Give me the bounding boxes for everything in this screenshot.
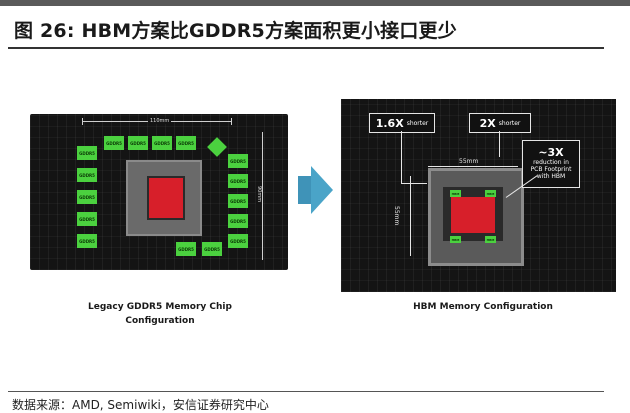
gpu-die (147, 176, 185, 220)
callout-1-6x-text: shorter (406, 119, 429, 127)
hbm-width-line (428, 166, 518, 167)
dimension-tick (231, 118, 232, 125)
callout-3x-line3: with HBM (536, 172, 566, 180)
dimension-tick (82, 118, 83, 125)
hbm-stack: HBM (450, 190, 461, 197)
title-rule (8, 47, 604, 49)
callout-2x: 2X shorter (469, 113, 531, 133)
hbm-height-line (410, 176, 411, 256)
right-caption: HBM Memory Configuration (413, 302, 553, 312)
gddr5-chip: GDDR5 (77, 190, 97, 204)
callout-2x-value: 2X (479, 116, 496, 130)
figure-title: 图 26: HBM方案比GDDR5方案面积更小接口更少 (14, 20, 457, 42)
gpu-die-hbm (451, 197, 495, 233)
hbm-stack: HBM (485, 190, 496, 197)
gddr5-chip: GDDR5 (77, 168, 97, 182)
gddr5-chip: GDDR5 (228, 214, 248, 228)
callout-3x-line2: PCB Footprint (530, 165, 572, 173)
top-bar (0, 0, 630, 6)
callout-3x-value: ~3X (538, 146, 564, 160)
gddr5-chip: GDDR5 (77, 146, 97, 160)
gddr5-chip: GDDR5 (104, 136, 124, 150)
gddr5-chip: GDDR5 (128, 136, 148, 150)
left-caption-line2: Configuration (125, 316, 195, 326)
width-dimension-label: 110mm (148, 118, 172, 124)
hbm-height-dimension: 55mm (393, 206, 400, 226)
callout-1-6x-value: 1.6X (375, 116, 404, 130)
height-dimension-line (262, 132, 263, 260)
transition-arrow-icon (311, 166, 333, 214)
gddr5-board-image: 110mm 90mm GDDR5 GDDR5 GDDR5 GDDR5 GDDR5… (30, 114, 288, 270)
callout-1-6x: 1.6X shorter (369, 113, 435, 133)
gddr5-chip: GDDR5 (202, 242, 222, 256)
hbm-width-dimension: 55mm (459, 158, 479, 165)
gddr5-chip: GDDR5 (176, 136, 196, 150)
gddr5-chip: GDDR5 (152, 136, 172, 150)
gddr5-chip: GDDR5 (77, 234, 97, 248)
gddr5-chip: GDDR5 (77, 212, 97, 226)
transition-arrow-body (298, 176, 312, 204)
gddr5-chip: GDDR5 (176, 242, 196, 256)
callout-2x-text: shorter (498, 119, 521, 127)
callout-1-6x-leader (401, 131, 402, 183)
gddr5-chip: GDDR5 (228, 194, 248, 208)
height-dimension-label: 90mm (256, 184, 262, 205)
gddr5-chip: GDDR5 (228, 154, 248, 168)
left-caption-line1: Legacy GDDR5 Memory Chip (88, 302, 232, 312)
callout-1-6x-leader (401, 183, 427, 184)
hbm-stack: HBM (450, 236, 461, 243)
hbm-stack: HBM (485, 236, 496, 243)
gddr5-chip: GDDR5 (228, 234, 248, 248)
source-rule (8, 391, 604, 392)
gddr5-chip: GDDR5 (228, 174, 248, 188)
callout-2x-leader (499, 131, 500, 157)
callout-3x-line1: reduction in (533, 158, 569, 166)
